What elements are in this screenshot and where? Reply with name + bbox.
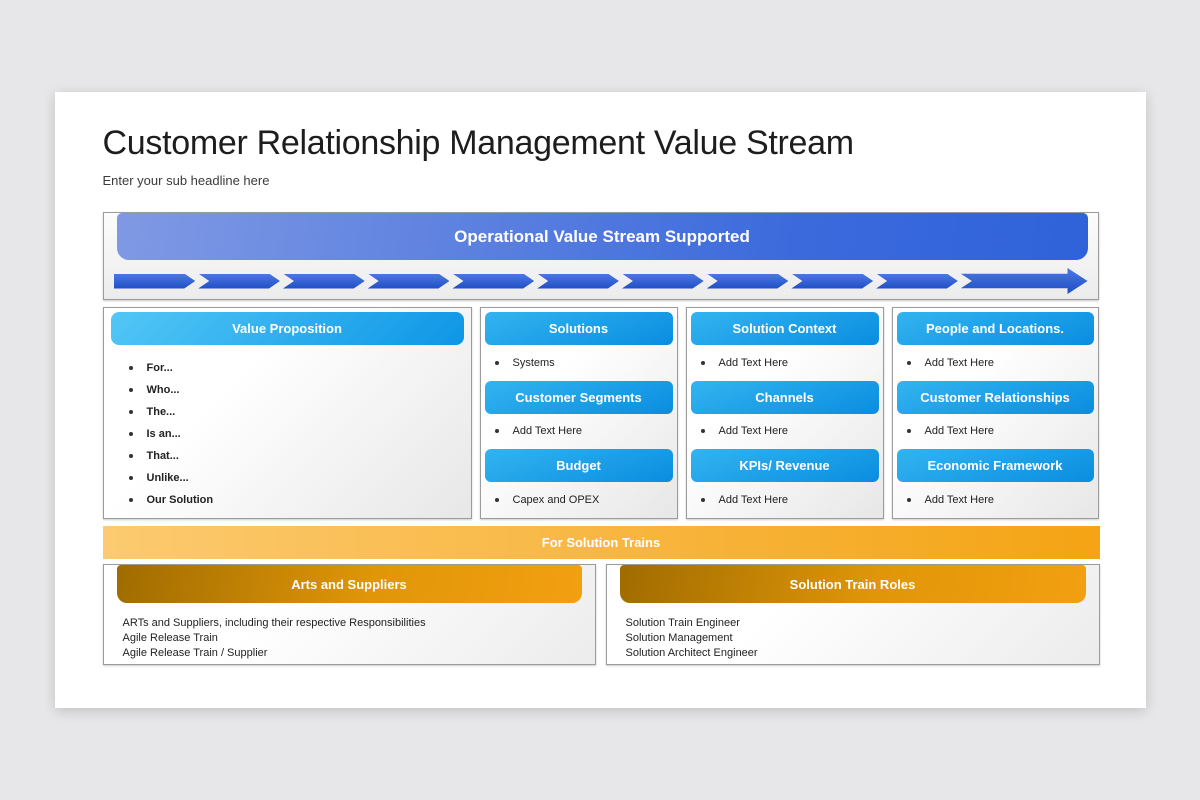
body-line: Agile Release Train <box>122 632 218 644</box>
body-line: Solution Architect Engineer <box>625 647 758 659</box>
bullet-icon <box>128 432 133 436</box>
chevron-right-icon <box>791 274 873 289</box>
list-item: Unlike... <box>128 467 471 489</box>
chevron-right-icon <box>368 274 450 289</box>
list-item-label: Add Text Here <box>924 494 995 507</box>
list-item: For... <box>128 357 471 379</box>
body-line: Solution Management <box>625 632 733 644</box>
list-item: That... <box>128 445 471 467</box>
chevron-right-icon <box>114 274 196 289</box>
customer-segments-header: Customer Segments <box>484 380 673 414</box>
list-item-label: Our Solution <box>146 494 214 506</box>
list-item-label: That... <box>146 450 179 462</box>
process-flow-arrow <box>114 268 1088 294</box>
solution-train-roles-body: Solution Train Engineer Solution Managem… <box>607 603 1099 661</box>
list-item-label: Add Text Here <box>718 356 789 369</box>
value-proposition-header: Value Proposition <box>110 312 464 345</box>
arrow-head-icon <box>961 268 1088 294</box>
list-item-label: Add Text Here <box>718 494 789 507</box>
list-item: Add Text Here <box>691 345 879 381</box>
body-line: Agile Release Train / Supplier <box>122 647 268 659</box>
list-item: Who... <box>128 379 471 401</box>
list-item-label: Unlike... <box>146 472 189 484</box>
bullet-icon <box>700 360 705 365</box>
kpis-revenue-header: KPIs/ Revenue <box>690 449 879 483</box>
list-item-label: Add Text Here <box>718 425 789 438</box>
arts-and-suppliers-box: Arts and Suppliers ARTs and Suppliers, i… <box>102 564 596 665</box>
list-item: Add Text Here <box>897 482 1094 518</box>
arts-and-suppliers-body: ARTs and Suppliers, including their resp… <box>104 603 595 661</box>
slide: Customer Relationship Management Value S… <box>54 92 1146 708</box>
budget-header: Budget <box>484 449 673 483</box>
operational-value-stream-section: Operational Value Stream Supported <box>102 212 1099 300</box>
bullet-icon <box>128 454 133 458</box>
bullet-icon <box>494 360 499 365</box>
list-item: Add Text Here <box>897 345 1094 381</box>
bullet-icon <box>128 388 133 392</box>
solutions-header: Solutions <box>484 312 673 345</box>
list-item: Add Text Here <box>485 414 673 450</box>
list-item: Our Solution <box>128 489 471 511</box>
chevron-right-icon <box>537 274 619 289</box>
operational-value-stream-banner: Operational Value Stream Supported <box>116 213 1088 260</box>
chevron-right-icon <box>622 274 704 289</box>
list-item: Add Text Here <box>691 414 879 450</box>
solution-context-header: Solution Context <box>690 312 879 345</box>
bullet-icon <box>700 498 705 503</box>
body-line: Solution Train Engineer <box>625 617 740 629</box>
list-item: Systems <box>485 345 673 381</box>
people-locations-column-box: People and Locations. Add Text Here Cust… <box>891 307 1099 519</box>
bullet-icon <box>906 498 911 503</box>
solution-train-roles-header: Solution Train Roles <box>619 565 1086 603</box>
bullet-icon <box>128 498 133 502</box>
chevron-right-icon <box>876 274 958 289</box>
list-item-label: The... <box>146 406 176 418</box>
bullet-icon <box>494 498 499 503</box>
list-item-label: Add Text Here <box>924 356 995 369</box>
bullet-icon <box>128 476 133 480</box>
bullet-icon <box>700 429 705 434</box>
chevron-right-icon <box>283 274 365 289</box>
list-item: The... <box>128 401 471 423</box>
list-item-label: Systems <box>512 356 555 369</box>
solution-train-roles-box: Solution Train Roles Solution Train Engi… <box>605 564 1100 665</box>
list-item-label: Is an... <box>146 428 181 440</box>
page-title: Customer Relationship Management Value S… <box>102 124 855 162</box>
list-item: Capex and OPEX <box>485 482 673 518</box>
chevron-right-icon <box>707 274 789 289</box>
value-stream-columns: Value Proposition For... Who... The... I… <box>102 307 1099 519</box>
customer-relationships-header: Customer Relationships <box>896 380 1094 414</box>
list-item: Add Text Here <box>691 482 879 518</box>
solution-trains-row: Arts and Suppliers ARTs and Suppliers, i… <box>102 564 1100 665</box>
list-item-label: Add Text Here <box>924 425 995 438</box>
page-subtitle: Enter your sub headline here <box>102 173 270 188</box>
for-solution-trains-banner: For Solution Trains <box>102 526 1100 559</box>
chevron-right-icon <box>452 274 534 289</box>
solutions-column-box: Solutions Systems Customer Segments Add … <box>479 307 678 519</box>
bullet-icon <box>128 410 133 414</box>
people-and-locations-header: People and Locations. <box>896 312 1094 345</box>
list-item-label: For... <box>146 362 173 374</box>
bullet-icon <box>906 429 911 434</box>
list-item-label: Add Text Here <box>512 425 583 438</box>
bullet-icon <box>906 360 911 365</box>
chevron-right-icon <box>198 274 280 289</box>
bullet-icon <box>128 366 133 370</box>
arts-and-suppliers-header: Arts and Suppliers <box>116 565 582 603</box>
body-line: ARTs and Suppliers, including their resp… <box>122 617 426 629</box>
channels-header: Channels <box>690 380 879 414</box>
list-item-label: Who... <box>146 384 180 396</box>
list-item: Add Text Here <box>897 414 1094 450</box>
economic-framework-header: Economic Framework <box>896 449 1094 483</box>
bullet-icon <box>494 429 499 434</box>
solution-context-column-box: Solution Context Add Text Here Channels … <box>685 307 884 519</box>
value-proposition-box: Value Proposition For... Who... The... I… <box>102 307 472 519</box>
list-item: Is an... <box>128 423 471 445</box>
value-proposition-list: For... Who... The... Is an... That... Un… <box>104 357 471 511</box>
list-item-label: Capex and OPEX <box>512 494 600 507</box>
